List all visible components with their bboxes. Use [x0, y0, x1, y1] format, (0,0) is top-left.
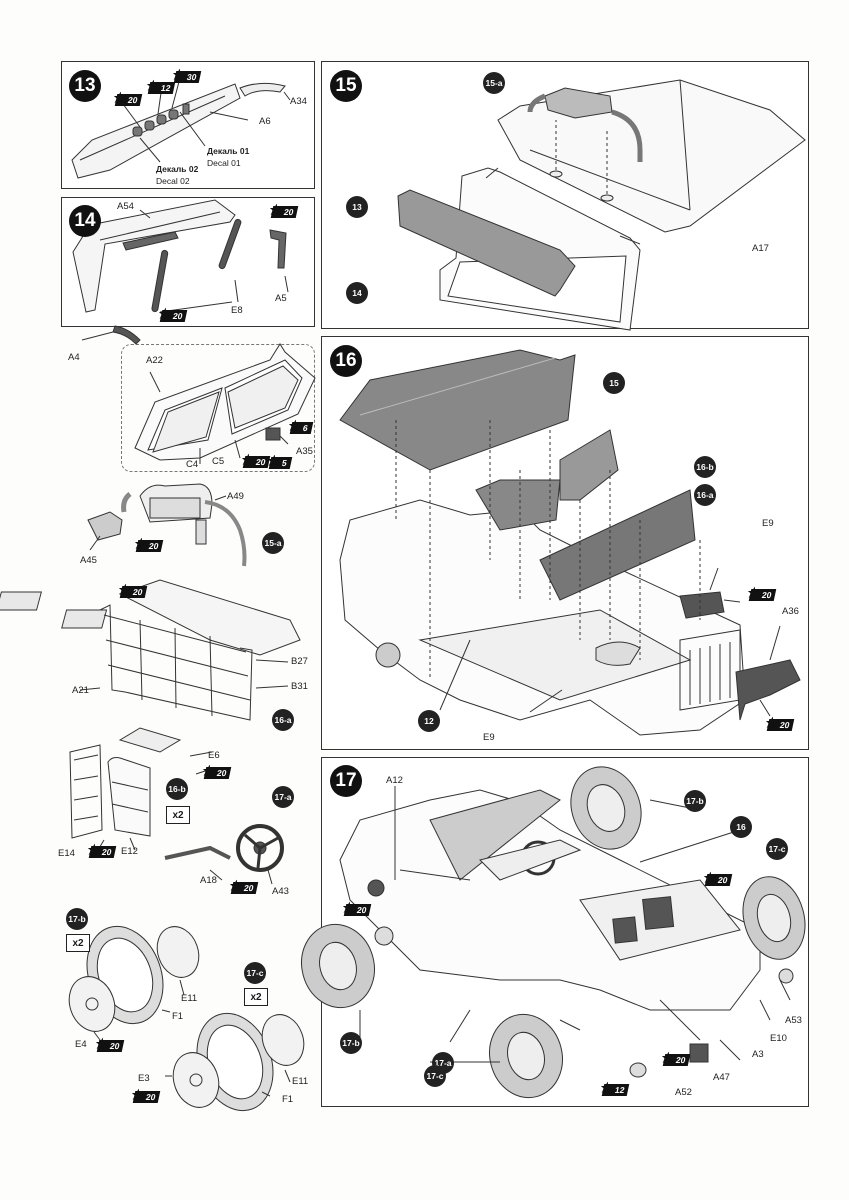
part-label-e9: E9 [483, 732, 495, 743]
step-12-reference: 12 [418, 710, 440, 732]
decal-02-en: Decal 02 [156, 176, 190, 186]
paint-30-badge: 30 [173, 71, 202, 83]
step-13-number: 13 [69, 70, 101, 102]
quantity-x2-box: x2 [66, 934, 90, 952]
part-label-a12: A12 [386, 775, 403, 786]
part-label-a5: A5 [275, 293, 287, 304]
part-label-a54: A54 [117, 201, 134, 212]
subassembly-17b-reference: 17-b [340, 1032, 362, 1054]
part-label-e6: E6 [208, 750, 220, 761]
paint-20-badge: 20 [748, 589, 777, 601]
paint-20-badge: 20 [203, 767, 232, 779]
subassembly-17c-reference: 17-c [424, 1065, 446, 1087]
part-label-a45: A45 [80, 555, 97, 566]
subassembly-17c-marker: 17-c [244, 962, 266, 984]
subassembly-16a-marker: 16-a [272, 709, 294, 731]
part-label-a21: A21 [72, 685, 89, 696]
decal-02-ru: Декаль 02 [156, 164, 199, 174]
part-label-a47: A47 [713, 1072, 730, 1083]
paint-20-badge: 20 [114, 94, 143, 106]
step-14-reference: 14 [346, 282, 368, 304]
part-label-f1: F1 [172, 1011, 184, 1022]
subassembly-15a-marker: 15-a [483, 72, 505, 94]
paint-20-badge: 20 [159, 310, 188, 322]
paint-12-badge: 12 [147, 82, 176, 94]
paint-20-badge: 20 [662, 1054, 691, 1066]
paint-20-badge: 20 [135, 540, 164, 552]
part-label-a52: A52 [675, 1087, 692, 1098]
step-16-reference: 16 [730, 816, 752, 838]
part-label-a4: A4 [68, 352, 80, 363]
part-label-a36: A36 [782, 606, 799, 617]
paint-6-badge: 6 [289, 422, 314, 434]
step-17-number: 17 [330, 765, 362, 797]
part-label-a53: A53 [785, 1015, 802, 1026]
paint-20-badge: 20 [132, 1091, 161, 1103]
subassembly-16b-marker: 16-b [166, 778, 188, 800]
subassembly-16a-reference: 16-a [694, 484, 716, 506]
part-label-e12: E12 [121, 846, 138, 857]
paint-12-badge: 12 [601, 1084, 630, 1096]
part-label-a35: A35 [296, 446, 313, 457]
step-14-number: 14 [69, 205, 101, 237]
decal-01-en: Decal 01 [207, 158, 241, 168]
part-label-e11: E11 [181, 993, 198, 1004]
part-label-a6: A6 [259, 116, 271, 127]
paint-20-badge: 20 [119, 586, 148, 598]
step-13-reference: 13 [346, 196, 368, 218]
subassembly-17c-reference: 17-c [766, 838, 788, 860]
subassembly-17b-reference: 17-b [684, 790, 706, 812]
part-label-e11: E11 [292, 1076, 309, 1087]
part-label-a17: A17 [752, 243, 769, 254]
decal-01-ru: Декаль 01 [207, 146, 250, 156]
quantity-x2-box: x2 [166, 806, 190, 824]
part-label-a18: A18 [200, 875, 217, 886]
step-17-panel [321, 757, 809, 1107]
part-label-a49: A49 [227, 491, 244, 502]
part-label-a34: A34 [290, 96, 307, 107]
step-15-number: 15 [330, 70, 362, 102]
step-16-number: 16 [330, 345, 362, 377]
paint-20-badge: 20 [343, 904, 372, 916]
paint-20-badge: 20 [96, 1040, 125, 1052]
part-label-e10: E10 [770, 1033, 787, 1044]
step-16-panel [321, 336, 809, 750]
paint-20-badge: 20 [88, 846, 117, 858]
part-label-b27: B27 [291, 656, 308, 667]
part-label-c4: C4 [186, 459, 199, 470]
part-label-c5: C5 [212, 456, 225, 467]
part-label-f1: F1 [282, 1094, 294, 1105]
paint-20-badge: 20 [704, 874, 733, 886]
part-label-e14: E14 [58, 848, 75, 859]
paint-20-badge: 20 [270, 206, 299, 218]
quantity-x2-box: x2 [244, 988, 268, 1006]
subassembly-15a-marker: 15-a [262, 532, 284, 554]
part-label-a43: A43 [272, 886, 289, 897]
part-label-a3: A3 [752, 1049, 764, 1060]
paint-20-badge: 20 [230, 882, 259, 894]
subassembly-17b-marker: 17-b [66, 908, 88, 930]
subassembly-16b-reference: 16-b [694, 456, 716, 478]
part-label-a22: A22 [146, 355, 163, 366]
part-label-b31: B31 [291, 681, 308, 692]
paint-5-badge: 5 [268, 457, 293, 469]
part-label-e8: E8 [231, 305, 243, 316]
part-label-e3: E3 [138, 1073, 150, 1084]
part-label-e4: E4 [75, 1039, 87, 1050]
subassembly-17a-marker: 17-a [272, 786, 294, 808]
step-15-reference: 15 [603, 372, 625, 394]
step-15-panel [321, 61, 809, 329]
part-label-e9: E9 [762, 518, 774, 529]
paint-20-badge: 20 [766, 719, 795, 731]
